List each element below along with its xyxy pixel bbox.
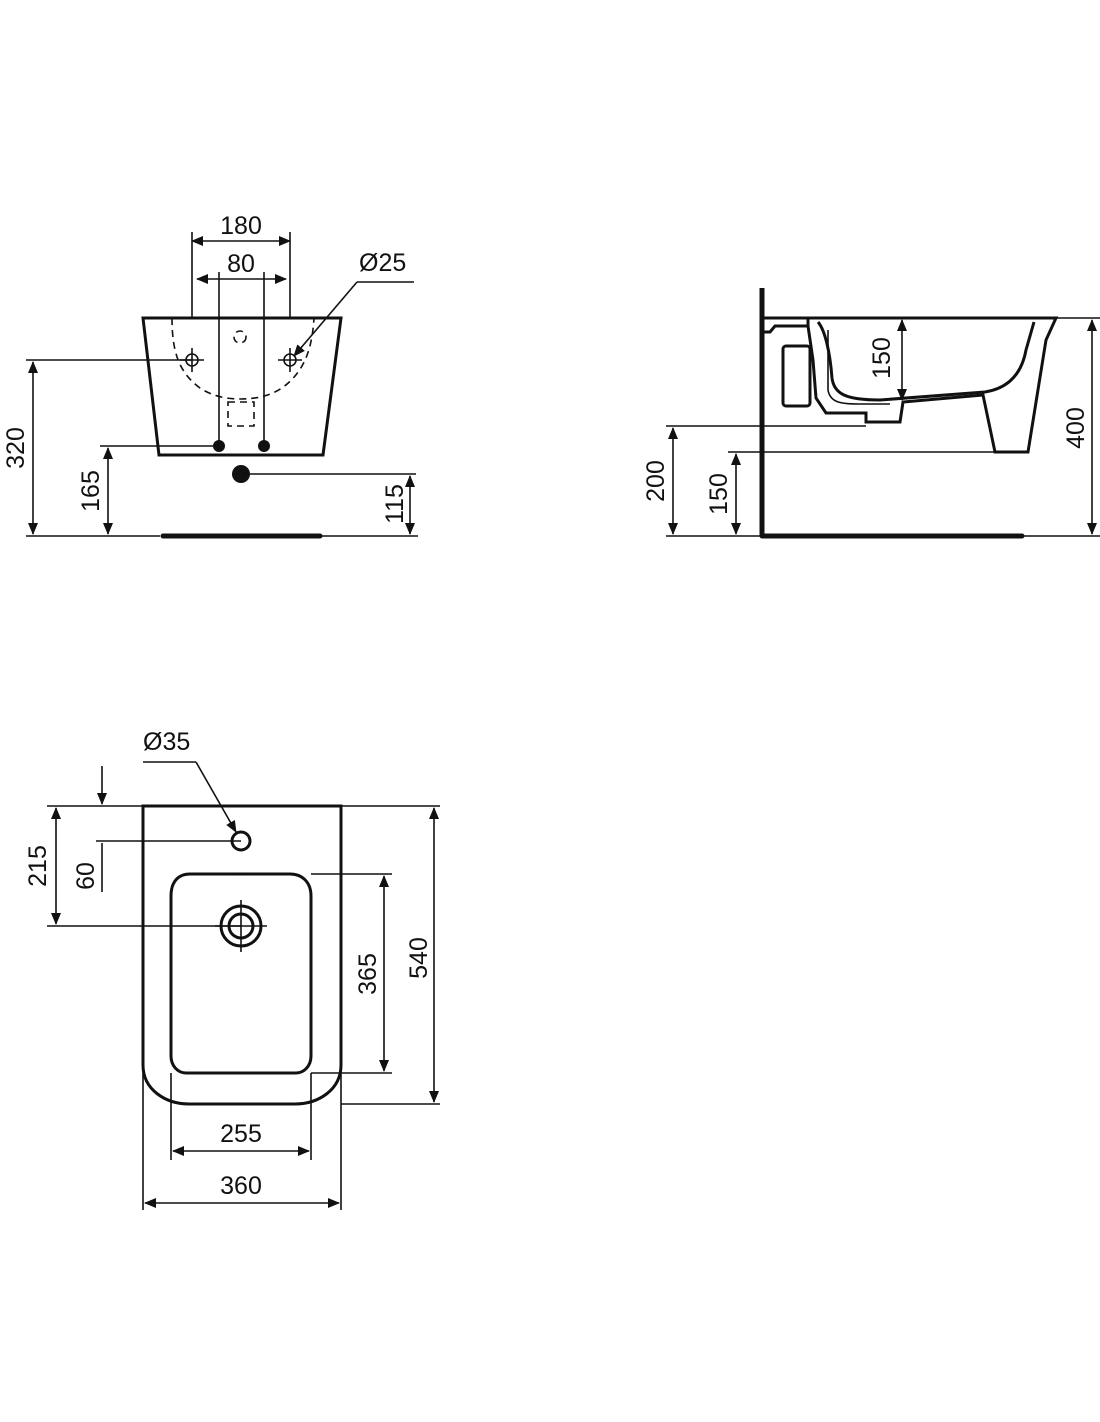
front-tap-hole [233, 330, 247, 344]
dim-label-540: 540 [405, 937, 433, 979]
dim-label-150-supply: 150 [705, 473, 733, 515]
dim-label-400: 400 [1062, 407, 1090, 449]
leader-d35 [195, 761, 237, 833]
fixing-hole-right [278, 348, 302, 372]
plan-view: Ø35 215 60 365 540 255 360 [24, 728, 440, 1210]
side-bowl-inner [816, 321, 1036, 402]
dim-label-165: 165 [77, 470, 105, 512]
dim-label-60: 60 [72, 862, 100, 890]
dim-label-150-bowl: 150 [868, 337, 896, 379]
dim-label-320: 320 [2, 427, 30, 469]
front-bidet-outline [141, 316, 343, 457]
side-bracket [764, 316, 810, 334]
dim-label-365: 365 [354, 953, 382, 995]
front-view: 180 80 Ø25 320 165 115 [2, 212, 418, 539]
plan-bowl-inner [169, 872, 313, 1075]
dim-label-200: 200 [642, 460, 670, 502]
dim-label-115: 115 [381, 484, 409, 524]
front-outlet-hidden [227, 401, 255, 427]
side-supply-box [781, 344, 812, 408]
side-view: 150 400 200 150 [642, 288, 1100, 539]
dim-label-180: 180 [220, 212, 262, 240]
dim-label-80: 80 [227, 250, 255, 278]
dim-label-d35: Ø35 [143, 728, 190, 756]
leader-d25 [293, 281, 358, 357]
dim-label-360: 360 [220, 1172, 262, 1200]
dim-label-255: 255 [220, 1120, 262, 1148]
front-bowl-hidden-line [171, 317, 315, 400]
dim-label-d25: Ø25 [359, 249, 406, 277]
plan-bidet-outline [141, 804, 343, 1106]
dim-label-215: 215 [24, 845, 52, 887]
side-bidet-outline [806, 316, 1059, 454]
side-waste-pipe [827, 330, 890, 405]
